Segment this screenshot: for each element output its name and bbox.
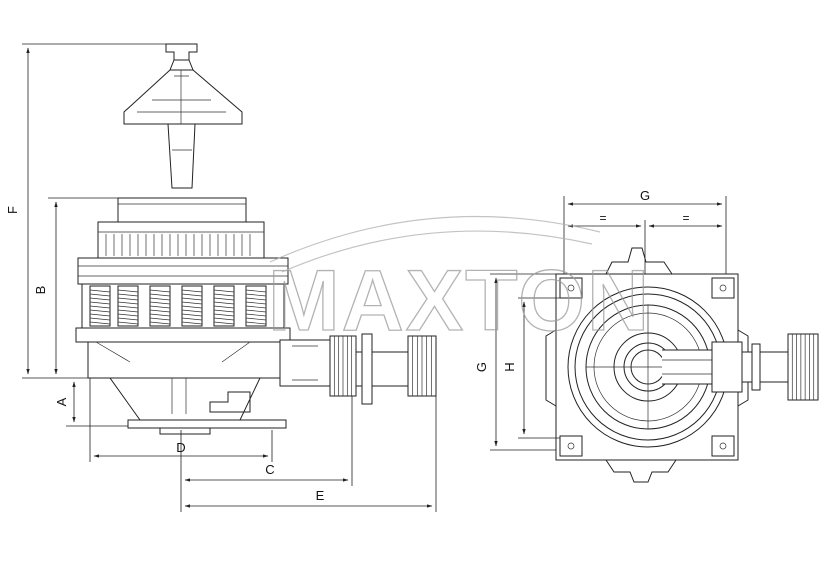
watermark-text: MAXTON [268,253,651,349]
watermark-logo: MAXTON [267,215,651,350]
top-view-sheave [787,333,819,401]
corner-lugs [559,277,735,457]
side-dimensions: F B A D C E [5,43,437,512]
equal-mark-right: = [682,211,689,225]
spring [213,285,235,327]
dim-label-E: E [316,488,325,503]
feed-cone-assembly [123,43,243,189]
tramp-release-springs [89,285,267,327]
top-view [545,247,819,483]
countershaft [279,333,437,405]
motor-sheave [407,335,437,397]
spring [181,285,203,327]
dim-label-A: A [54,397,69,406]
spring [245,285,267,327]
equal-mark-left: = [599,211,606,225]
dim-label-H: H [502,362,517,371]
spring [89,285,111,327]
top-dimensions: G = = G H [474,188,727,451]
side-view [75,43,437,435]
top-shell [97,197,265,259]
dim-label-G-horizontal: G [640,188,650,203]
main-frame [75,257,291,343]
spring [117,285,139,327]
dim-label-F: F [5,206,20,214]
bottom-frame [87,341,287,435]
dim-label-G-vertical: G [474,362,489,372]
dim-label-C: C [265,462,274,477]
dim-label-B: B [33,286,48,295]
spring [149,285,171,327]
